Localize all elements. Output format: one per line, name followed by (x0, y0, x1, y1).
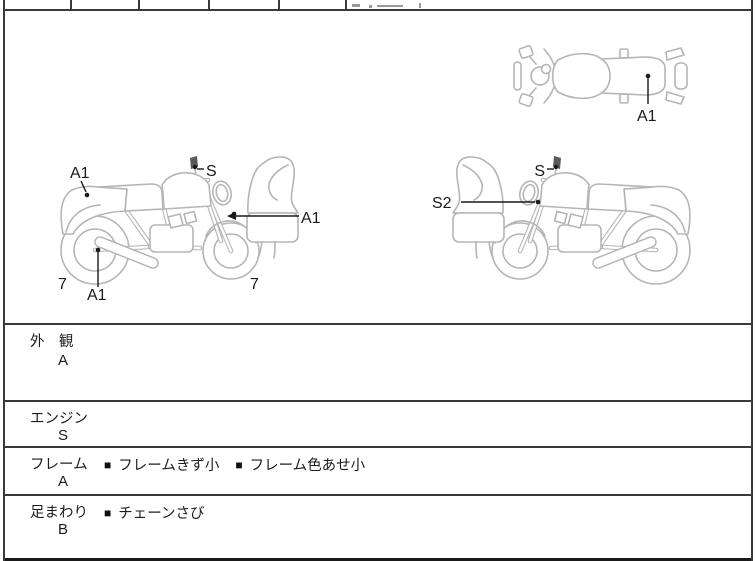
defect-comment: ■ フレームきず小 (104, 454, 219, 475)
column-divider (138, 0, 140, 9)
leader-dot (192, 164, 198, 170)
wheel-grade-7: 7 (58, 276, 67, 293)
clipped-text-remnant (419, 3, 421, 8)
category-label: エンジン (30, 411, 88, 427)
category-label: 足まわり (30, 505, 88, 521)
wheel-grade-7: 7 (250, 276, 259, 293)
column-divider (278, 0, 280, 9)
clipped-text-remnant (352, 4, 360, 7)
column-divider (208, 0, 210, 9)
condition-row-engine: エンジン S (5, 400, 751, 446)
column-divider (70, 0, 72, 9)
category-label: 外 観 (30, 334, 74, 350)
leader-dot (95, 247, 101, 253)
motorcycle-top-view (513, 45, 688, 107)
damage-code-a1: A1 (87, 287, 107, 304)
defect-text: フレーム色あせ小 (249, 458, 366, 474)
square-bullet-icon: ■ (104, 506, 112, 520)
grade-value: A (58, 473, 69, 490)
damage-diagram-panel: A1 S A1 7 A1 7 S S2 (0, 9, 755, 323)
damage-code-s: S (534, 163, 545, 180)
category-label: フレーム (30, 457, 88, 473)
square-bullet-icon: ■ (235, 458, 243, 472)
condition-row-undercarriage: 足まわり B ■ チェーンさび (5, 494, 751, 558)
damage-code-a1: A1 (637, 108, 657, 125)
defect-text: チェーンさび (118, 506, 205, 522)
motorcycle-right-view (453, 157, 690, 284)
clipped-header-row (5, 0, 751, 11)
damage-code-s: S (206, 163, 217, 180)
damage-labels: A1 S A1 7 A1 7 S S2 (58, 73, 657, 304)
defect-comments: ■ チェーンさび (104, 502, 205, 523)
sheet-right-border (751, 0, 753, 561)
grade-value: A (58, 352, 69, 369)
leader-dot (553, 164, 559, 170)
leader-dot (231, 211, 237, 217)
leader-dot (84, 192, 90, 198)
damage-code-a1: A1 (70, 165, 90, 182)
defect-comment: ■ フレーム色あせ小 (235, 454, 365, 475)
damage-code-s2: S2 (432, 195, 452, 212)
condition-row-frame: フレーム A ■ フレームきず小 ■ フレーム色あせ小 (5, 446, 751, 494)
leader-line (80, 180, 87, 193)
leader-dot (645, 73, 651, 79)
defect-comment: ■ チェーンさび (104, 502, 205, 523)
grade-value: S (58, 427, 69, 444)
sheet-left-border (3, 0, 5, 561)
damage-code-a1: A1 (301, 210, 321, 227)
motorcycle-left-view (61, 157, 298, 284)
column-divider (345, 0, 347, 9)
defect-comments: ■ フレームきず小 ■ フレーム色あせ小 (104, 454, 365, 475)
condition-table: 外 観 A エンジン S フレーム A ■ フレームきず小 ■ フレーム色あせ小 足… (5, 323, 751, 561)
leader-dot (535, 199, 541, 205)
clipped-text-remnant (369, 5, 372, 8)
clipped-text-remnant (377, 5, 403, 7)
grade-value: B (58, 521, 69, 538)
defect-text: フレームきず小 (118, 458, 220, 474)
condition-row-exterior: 外 観 A (5, 325, 751, 400)
square-bullet-icon: ■ (104, 458, 112, 472)
